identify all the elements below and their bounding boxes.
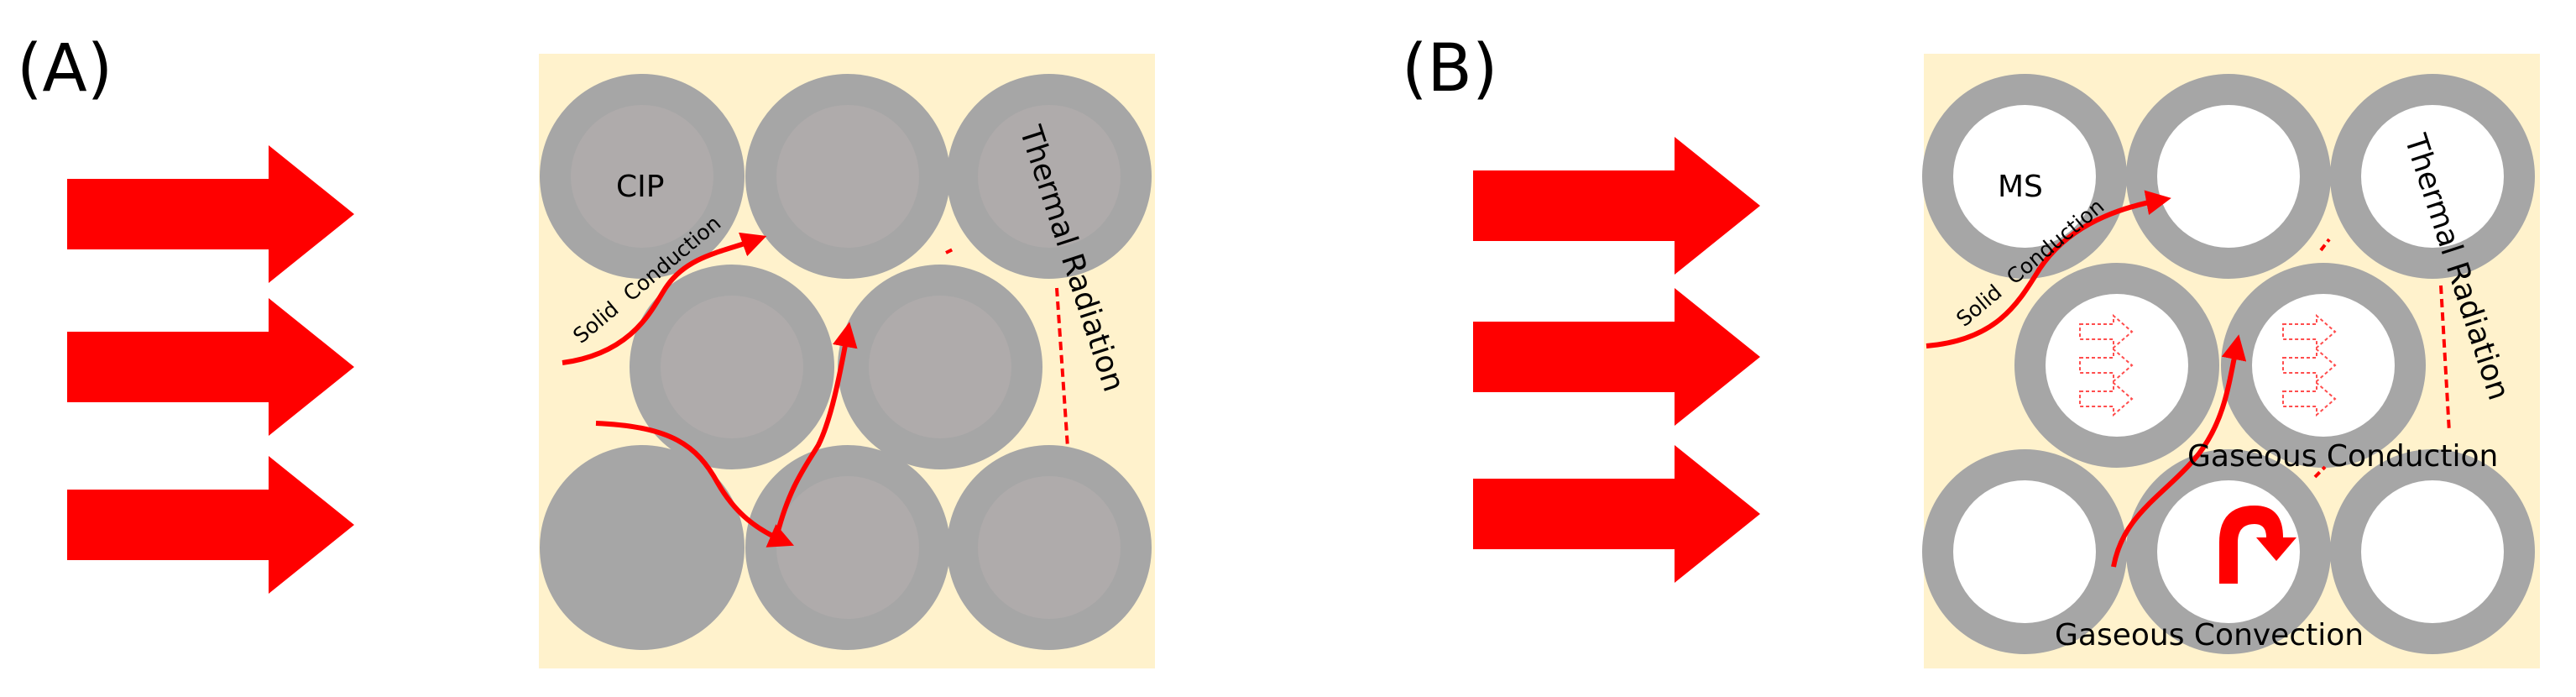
solid-conduction-arrow-3 [774, 322, 858, 538]
particle-core [1953, 480, 2096, 623]
incoming-heat-arrows-a [67, 145, 354, 594]
gaseous-conduction-label: Gaseous Conduction [2187, 439, 2498, 474]
radiation-dashed-line [2319, 238, 2331, 252]
heat-arrow-2 [1473, 288, 1760, 426]
solid-conduction-arrow-2 [2111, 334, 2247, 568]
solid-conduction-arrow-2 [595, 421, 795, 548]
gas-conduction-dashed-line [2313, 465, 2327, 479]
ms-label: MS [1998, 170, 2043, 204]
solid-conduction-arrow-1 [1925, 190, 2171, 348]
particle-core [869, 296, 1011, 438]
convection-curved-arrow-icon [2219, 506, 2296, 584]
particle-core [2157, 105, 2300, 248]
heat-arrow-1 [1473, 137, 1760, 275]
particle-core [1953, 105, 2096, 248]
particle-core [661, 296, 803, 438]
heat-arrow-2 [67, 298, 354, 436]
cip-label: CIP [616, 170, 664, 204]
particle-core [776, 105, 919, 248]
heat-arrow-1 [67, 145, 354, 283]
particle-core [2361, 105, 2504, 248]
incoming-heat-arrows-b [1473, 137, 1760, 583]
radiation-dashed-line [945, 247, 955, 254]
particle-core [978, 476, 1121, 619]
particle-core [571, 105, 713, 248]
panel-b: (B) MS [1402, 31, 2540, 668]
ms-particles [1922, 74, 2535, 654]
particle-core [776, 476, 919, 619]
solid-conduction-arrow-1 [562, 232, 767, 365]
solid-conduction-paths-b [1925, 190, 2247, 568]
particle [540, 445, 745, 650]
panel-a: (A) CIP [17, 31, 1155, 668]
panel-a-letter: (A) [17, 31, 112, 107]
gaseous-convection-label: Gaseous Convection [2055, 618, 2364, 652]
particle-core [2361, 480, 2504, 623]
heat-arrow-3 [67, 456, 354, 594]
particle-core [978, 105, 1121, 248]
cip-particles [540, 74, 1152, 650]
heat-arrow-3 [1473, 445, 1760, 583]
panel-b-letter: (B) [1402, 31, 1497, 107]
radiation-dashed-line [2439, 285, 2451, 433]
solid-conduction-paths-a [562, 232, 858, 548]
